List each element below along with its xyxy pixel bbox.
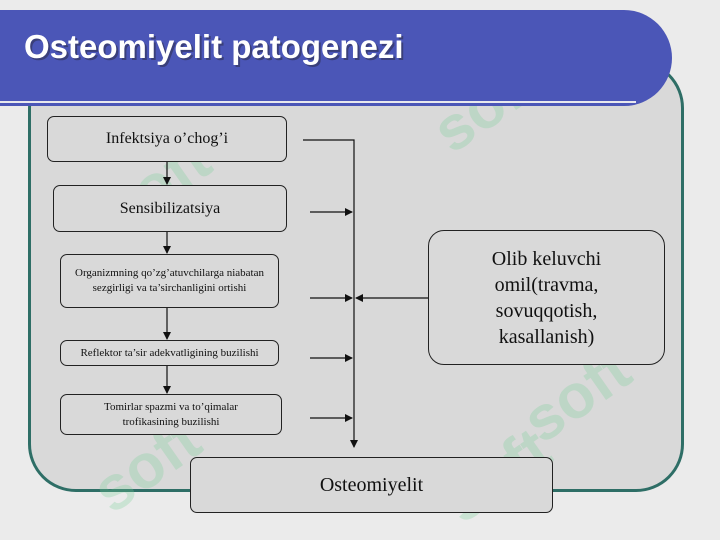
box-tomirlar: Tomirlar spazmi va to’qimalar trofikasin… <box>60 394 282 435</box>
title-underline <box>0 101 636 103</box>
box-reflektor: Reflektor ta’sir adekvatligining buzilis… <box>60 340 279 366</box>
box-osteomiyelit: Osteomiyelit <box>190 457 553 513</box>
box-olib-keluvchi-omil: Olib keluvchi omil(travma, sovuqqotish, … <box>428 230 665 365</box>
box-sensibilizatsiya: Sensibilizatsiya <box>53 185 287 232</box>
slide-title: Osteomiyelit patogenezi <box>24 28 404 65</box>
box-organizm-sezgirligi: Organizmning qo’zg’atuvchilarga niabatan… <box>60 254 279 308</box>
title-banner: Osteomiyelit patogenezi <box>0 10 672 106</box>
box-infektsiya: Infektsiya o’chog’i <box>47 116 287 162</box>
